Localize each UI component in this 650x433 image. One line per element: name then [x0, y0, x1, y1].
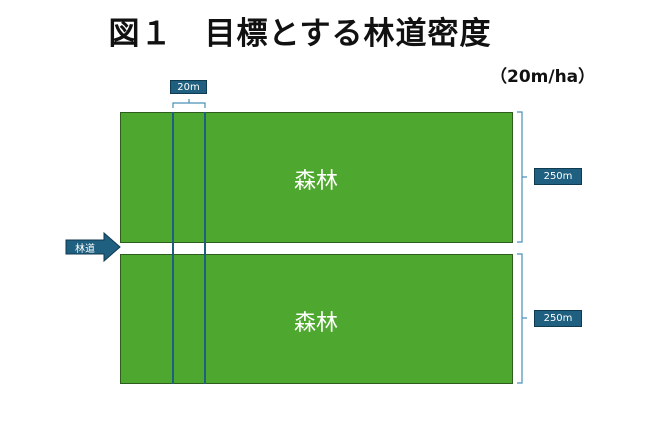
width-brace — [172, 99, 206, 108]
road-arrow — [65, 231, 121, 263]
height-label-bottom: 250m — [534, 310, 582, 327]
forest-label-top: 森林 — [293, 169, 338, 194]
forest-block-top — [120, 112, 513, 243]
forest-label-bottom: 森林 — [293, 311, 338, 336]
density-subtitle: （20m/ha） — [490, 67, 596, 87]
width-label: 20m — [170, 80, 207, 94]
forest-block-bottom — [120, 254, 513, 384]
page-title: 図１ 目標とする林道密度 — [108, 16, 492, 52]
height-brace-top — [517, 111, 527, 243]
height-label-top: 250m — [534, 168, 582, 185]
road-label: 林道 — [75, 243, 95, 255]
height-brace-bottom — [517, 253, 527, 384]
